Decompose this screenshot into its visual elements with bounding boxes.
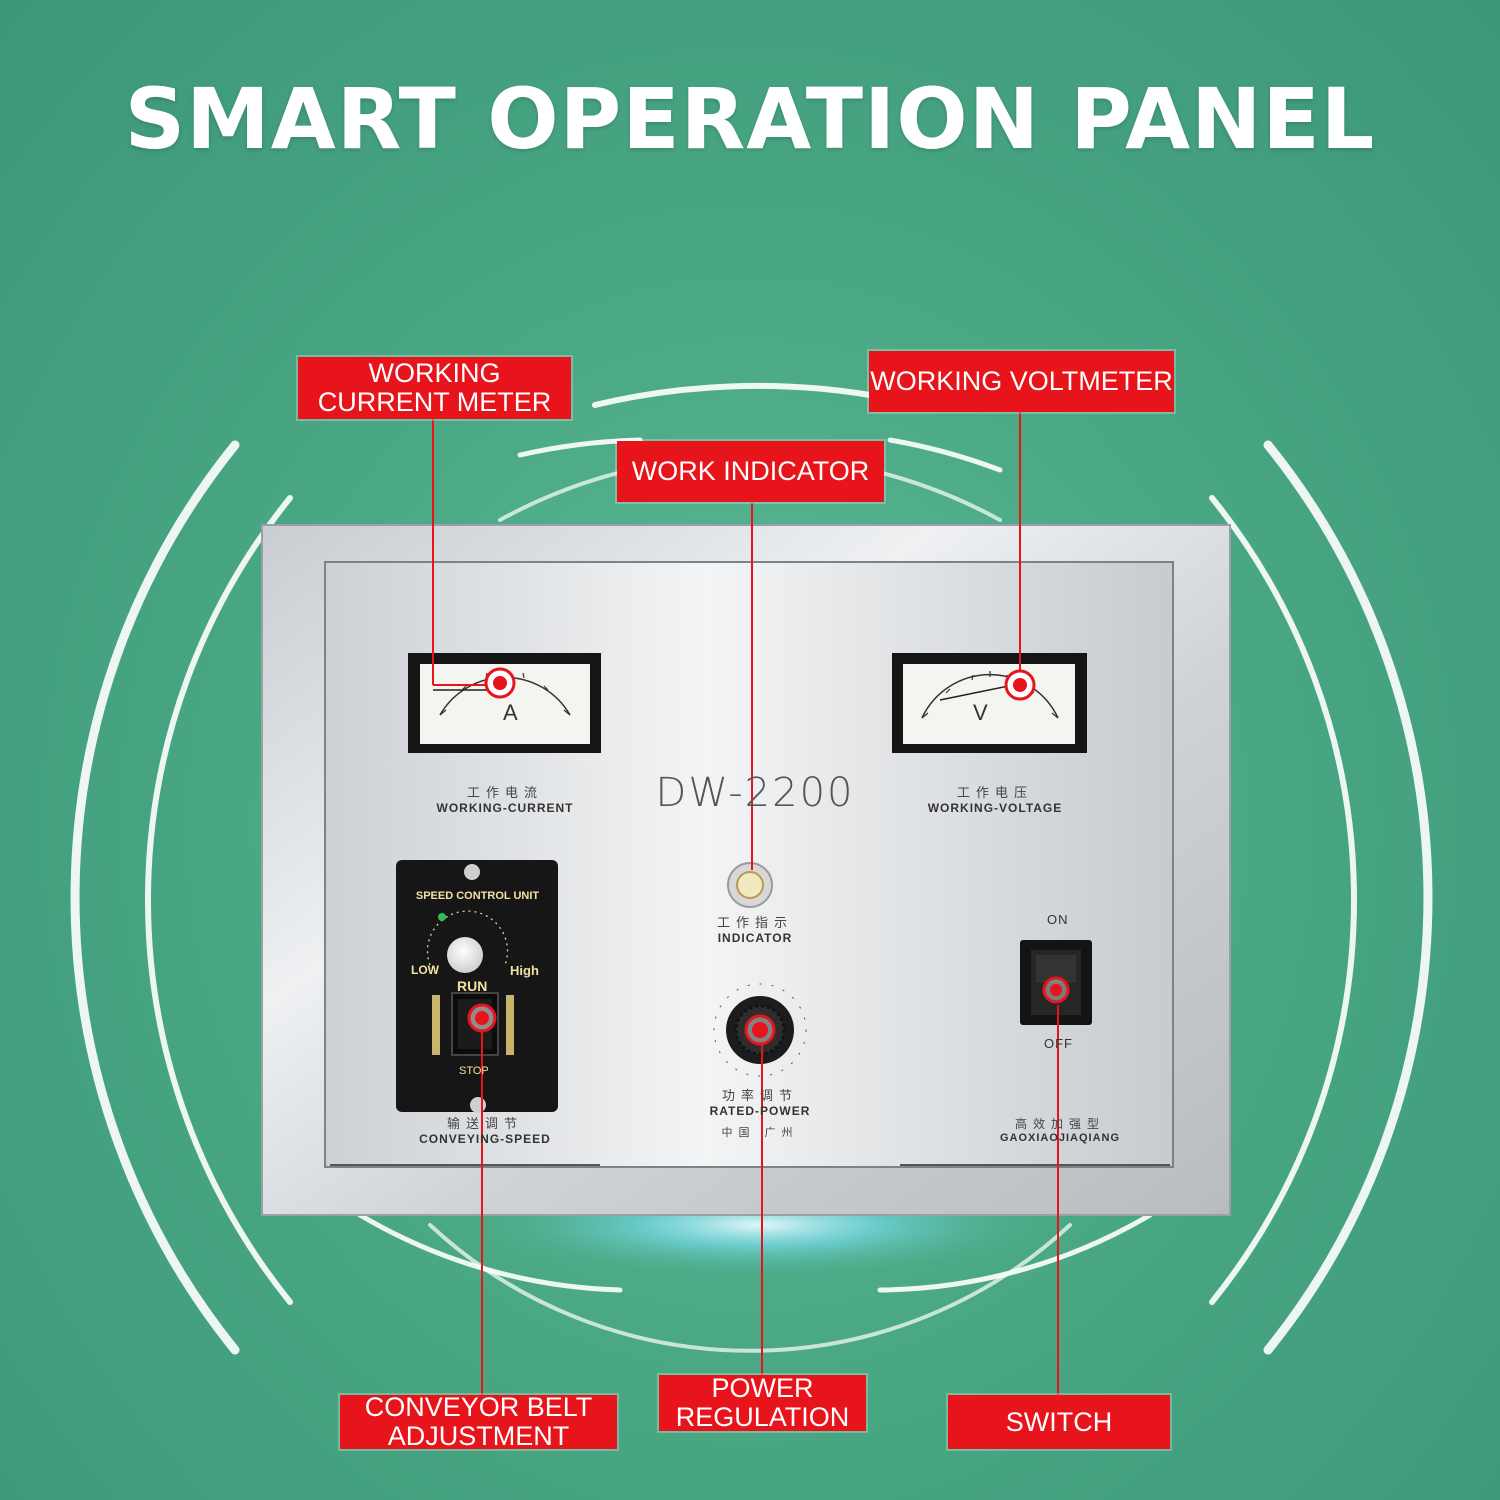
brand-en: GAOXIAOJIAQIANG bbox=[999, 1132, 1121, 1144]
voltmeter bbox=[892, 653, 1087, 753]
indicator-en: INDICATOR bbox=[717, 931, 793, 945]
decorative-arcs bbox=[70, 382, 1433, 1355]
conveying-en: CONVEYING-SPEED bbox=[419, 1132, 551, 1146]
switch-on-label: ON bbox=[1047, 912, 1069, 927]
rocker-switch bbox=[1020, 940, 1092, 1025]
brand-cn: 高效加强型 bbox=[1014, 1117, 1105, 1131]
conveying-cn: 输送调节 bbox=[446, 1116, 523, 1131]
speed-low-label: LOW bbox=[411, 963, 439, 977]
callout-power: POWER REGULATION bbox=[659, 1373, 866, 1432]
callout-current-meter-line2: CURRENT METER bbox=[317, 387, 552, 417]
callout-conveyor-line2: ADJUSTMENT bbox=[387, 1421, 570, 1451]
callout-work-indicator: WORK INDICATOR bbox=[617, 441, 884, 502]
callout-markers bbox=[467, 667, 1070, 1046]
origin-cn: 中国 广州 bbox=[721, 1127, 799, 1139]
ammeter-unit: A bbox=[503, 700, 518, 725]
switch-off-label: OFF bbox=[1044, 1036, 1073, 1051]
working-voltage-cn: 工作电压 bbox=[956, 785, 1033, 800]
callout-voltmeter-text: WORKING VOLTMETER bbox=[870, 366, 1173, 396]
indicator-cn: 工作指示 bbox=[716, 915, 793, 930]
working-voltage-label: 工作电压 WORKING-VOLTAGE bbox=[895, 782, 1095, 815]
indicator-lamp bbox=[727, 862, 773, 908]
callout-conveyor-line1: CONVEYOR BELT bbox=[364, 1392, 593, 1422]
conveying-speed-label: 输送调节 CONVEYING-SPEED bbox=[395, 1113, 575, 1146]
working-current-cn: 工作电流 bbox=[466, 785, 543, 800]
indicator-label: 工作指示 INDICATOR bbox=[680, 912, 830, 945]
callout-work-indicator-text: WORK INDICATOR bbox=[631, 456, 870, 486]
power-en: RATED-POWER bbox=[709, 1104, 811, 1118]
callout-voltmeter: WORKING VOLTMETER bbox=[869, 351, 1174, 412]
callout-current-meter-line1: WORKING bbox=[368, 358, 501, 388]
speed-unit-title: SPEED CONTROL UNIT bbox=[415, 890, 540, 902]
brand-label: 高效加强型 GAOXIAOJIAQIANG bbox=[975, 1115, 1145, 1144]
rated-power-label: 功率调节 RATED-POWER 中国 广州 bbox=[685, 1085, 835, 1140]
speed-run-label: RUN bbox=[457, 978, 488, 994]
working-voltage-en: WORKING-VOLTAGE bbox=[927, 801, 1063, 815]
working-current-en: WORKING-CURRENT bbox=[436, 801, 574, 815]
speed-stop-label: STOP bbox=[459, 1065, 489, 1077]
callout-current-meter: WORKING CURRENT METER bbox=[298, 357, 571, 419]
model-number: DW-2200 bbox=[655, 770, 855, 816]
callout-switch-text: SWITCH bbox=[1005, 1406, 1113, 1437]
power-cn: 功率调节 bbox=[721, 1088, 798, 1103]
callout-switch: SWITCH bbox=[948, 1395, 1170, 1449]
working-current-label: 工作电流 WORKING-CURRENT bbox=[405, 782, 605, 815]
speed-high-label: High bbox=[510, 963, 539, 978]
callout-power-line2: REGULATION bbox=[675, 1402, 850, 1432]
callout-power-line1: POWER bbox=[711, 1373, 814, 1403]
connector-lines bbox=[432, 412, 1059, 1395]
headline: SMART OPERATION PANEL bbox=[124, 70, 1376, 168]
voltmeter-unit: V bbox=[973, 700, 988, 725]
callout-conveyor: CONVEYOR BELT ADJUSTMENT bbox=[340, 1392, 617, 1451]
